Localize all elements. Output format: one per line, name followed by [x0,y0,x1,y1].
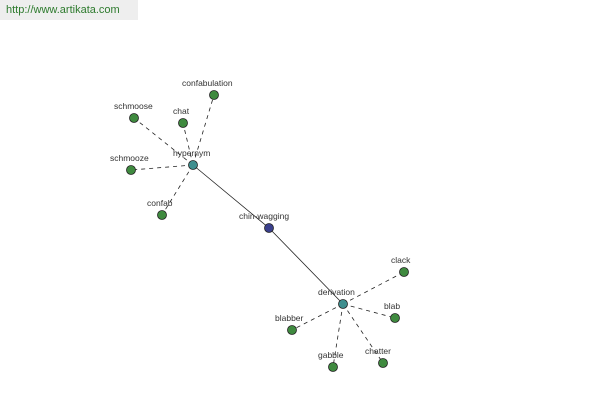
leaf-label-schmoose: schmoose [114,101,153,111]
edge-center-hypernym [192,164,270,229]
leaf-node-blabber[interactable] [287,325,297,335]
center-label: chin-wagging [239,211,289,221]
leaf-label-clack: clack [391,255,411,265]
leaf-label-schmooze: schmooze [110,153,149,163]
leaf-node-confabulation[interactable] [209,90,219,100]
edge-derivation-blab [342,303,396,319]
edge-derivation-gabble [332,303,344,368]
graph-edges [130,94,405,368]
site-url-link[interactable]: http://www.artikata.com [6,4,120,16]
leaf-node-schmoose[interactable] [129,113,139,123]
graph-nodes: confabulation chat schmoose schmooze confab c… [110,78,411,372]
leaf-label-gabble: gabble [318,350,344,360]
edge-derivation-chatter [342,303,384,364]
leaf-node-blab[interactable] [390,313,400,323]
edge-hypernym-chat [182,122,194,166]
leaf-node-confab[interactable] [157,210,167,220]
edge-hypernym-confab [161,164,194,216]
leaf-label-confabulation: confabulation [182,78,233,88]
center-node[interactable] [264,223,274,233]
leaf-label-blab: blab [384,301,400,311]
site-url-badge: http://www.artikata.com [0,0,138,20]
leaf-label-confab: confab [147,198,173,208]
leaf-node-schmooze[interactable] [126,165,136,175]
leaf-node-clack[interactable] [399,267,409,277]
leaf-node-chat[interactable] [178,118,188,128]
leaf-label-blabber: blabber [275,313,304,323]
edge-derivation-clack [342,271,405,305]
edge-hypernym-schmooze [130,164,194,171]
leaf-node-chatter[interactable] [378,358,388,368]
hub-label-derivation: derivation [318,287,355,297]
hub-node-hypernym[interactable] [188,160,198,170]
edge-derivation-blabber [291,303,344,331]
hub-label-hypernym: hypernym [173,148,210,158]
edge-center-derivation [268,227,344,305]
leaf-label-chatter: chatter [365,346,391,356]
leaf-node-gabble[interactable] [328,362,338,372]
hub-node-derivation[interactable] [338,299,348,309]
leaf-label-chat: chat [173,106,190,116]
